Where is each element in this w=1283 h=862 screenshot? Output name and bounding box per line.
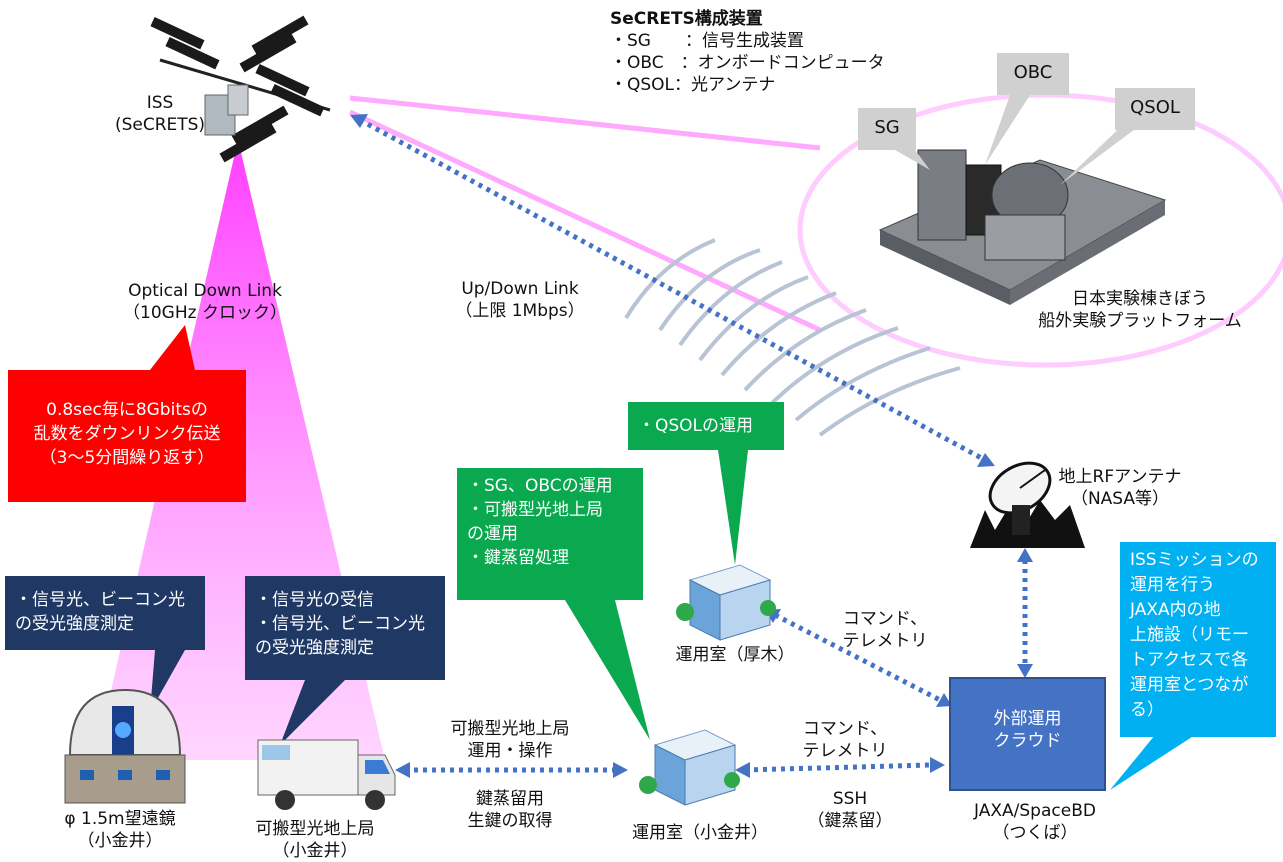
sg-equipment-label: SG [858, 108, 916, 150]
jaxa-mission-callout: ISSミッションの 運用を行う JAXA内の地 上施設（リモー トアクセスで各 … [1120, 542, 1276, 737]
telescope-label: φ 1.5m望遠鏡 （小金井） [30, 808, 210, 852]
qsol-callout-line1: ・QSOLの運用 [638, 416, 754, 436]
room-cloud-link-top-label: コマンド、 テレメトリ [790, 718, 900, 762]
room-cloud-bot2: （鍵蒸留） [807, 811, 893, 831]
cyan-line1: ISSミッションの [1130, 550, 1259, 570]
cyan-callout-tail [1110, 735, 1195, 790]
truck-task-callout: ・信号光の受信 ・信号光、ビーコン光 の受光強度測定 [245, 576, 445, 680]
equipment-label-pointers [895, 95, 1150, 185]
telescope-observatory-icon [64, 688, 186, 804]
truck-room-top1: 可搬型光地上局 [450, 719, 570, 739]
jaxa-line1: JAXA/SpaceBD [974, 801, 1096, 821]
platform-line1: 日本実験棟きぼう [1072, 289, 1208, 309]
atsugi-room-label: 運用室（厚木） [675, 645, 795, 665]
telescope-line2: （小金井） [77, 831, 163, 851]
cyan-line5: トアクセスで各 [1130, 650, 1249, 670]
red-callout-tail [150, 325, 195, 370]
qsol-equipment-label: QSOL [1115, 88, 1195, 130]
room-cloud-top2: テレメトリ [802, 741, 888, 761]
cyan-line2: 運用を行う [1130, 575, 1215, 595]
sg-callout-line1: ・SG、OBCの運用 [467, 476, 613, 496]
red-downlink-callout: 0.8sec毎に8Gbitsの 乱数をダウンリンク伝送 （3～5分間繰り返す） [8, 370, 246, 502]
jaxa-line2: （つくば） [992, 823, 1078, 843]
truck-room-link-top-label: 可搬型光地上局 運用・操作 [430, 718, 590, 762]
truck-line1: 可搬型光地上局 [255, 819, 375, 839]
cloud-line1: 外部運用 [993, 709, 1062, 729]
sg-callout-line3: の運用 [467, 524, 518, 544]
truck-room-bot2: 生鍵の取得 [467, 811, 553, 831]
sg-callout-tail [565, 600, 650, 740]
jaxa-label: JAXA/SpaceBD （つくば） [950, 800, 1120, 844]
navy1-line1: ・信号光、ビーコン光 [15, 590, 185, 610]
iss-label-line1: ISS [146, 93, 174, 113]
dotted-links [358, 117, 1028, 773]
koganei-building-icon [639, 729, 740, 806]
iss-station-icon [150, 15, 331, 163]
zoom-callout-outline [348, 92, 1283, 368]
atsugi-cloud-line2: テレメトリ [842, 631, 928, 651]
external-cloud-box [949, 677, 1106, 791]
obc-equipment-label: OBC [997, 53, 1069, 95]
cyan-line3: JAXA内の地 [1130, 600, 1221, 620]
cyan-line6: 運用室とつなが [1130, 675, 1249, 695]
iss-label: ISS (SeCRETS) [90, 92, 230, 136]
portable-station-truck-icon [257, 739, 396, 810]
red-callout-line2: 乱数をダウンリンク伝送 [33, 424, 221, 444]
updown-link-label: Up/Down Link （上限 1Mbps） [435, 278, 605, 322]
sg-obc-operation-callout: ・SG、OBCの運用 ・可搬型光地上局 の運用 ・鍵蒸留処理 [457, 468, 643, 600]
cloud-line2: クラウド [993, 731, 1062, 751]
updown-line1: Up/Down Link [461, 279, 579, 299]
truck-room-top2: 運用・操作 [467, 741, 553, 761]
truck-label: 可搬型光地上局 （小金井） [225, 818, 405, 862]
truck-room-link-bottom-label: 鍵蒸留用 生鍵の取得 [440, 788, 580, 832]
atsugi-building-icon [676, 564, 776, 641]
room-cloud-bot1: SSH [832, 789, 868, 809]
truck-room-bot1: 鍵蒸留用 [476, 789, 544, 809]
updown-line2: （上限 1Mbps） [455, 301, 585, 321]
cyan-line7: る） [1130, 700, 1164, 720]
room-cloud-top1: コマンド、 [802, 719, 888, 739]
kibo-platform-label: 日本実験棟きぼう 船外実験プラットフォーム [1010, 288, 1270, 332]
atsugi-cloud-line1: コマンド、 [842, 609, 928, 629]
link-arrowheads [350, 114, 1033, 778]
secrets-item-obc: ・OBC ：オンボードコンピュータ [610, 53, 885, 73]
platform-line2: 船外実験プラットフォーム [1038, 311, 1242, 331]
secrets-components-block: SeCRETS構成装置 ・SG ：信号生成装置 ・OBC ：オンボードコンピュー… [610, 8, 885, 96]
navy2-line3: の受光強度測定 [255, 638, 374, 658]
red-callout-line1: 0.8sec毎に8Gbitsの [46, 400, 208, 420]
secrets-item-qsol: ・QSOL：光アンテナ [610, 75, 776, 95]
optical-line2: （10GHz クロック） [123, 303, 287, 323]
telescope-line1: φ 1.5m望遠鏡 [64, 809, 176, 829]
red-callout-line3: （3～5分間繰り返す） [39, 448, 215, 468]
qsol-callout-tail [718, 450, 748, 565]
navy2-line2: ・信号光、ビーコン光 [255, 614, 425, 634]
navy1-callout-tail [150, 650, 185, 712]
sg-callout-line4: ・鍵蒸留処理 [467, 548, 569, 568]
rf-antenna-label: 地上RFアンテナ （NASA等） [1055, 466, 1185, 510]
rf-antenna-icon [970, 461, 1085, 548]
secrets-equipment-image [878, 149, 1167, 305]
telescope-task-callout: ・信号光、ビーコン光 の受光強度測定 [5, 576, 205, 650]
rf-antenna-line1: 地上RFアンテナ [1058, 467, 1182, 487]
room-cloud-link-bottom-label: SSH （鍵蒸留） [795, 788, 905, 832]
truck-line2: （小金井） [272, 841, 358, 861]
koganei-room-label: 運用室（小金井） [632, 823, 768, 843]
optical-line1: Optical Down Link [128, 281, 282, 301]
secrets-item-sg: ・SG ：信号生成装置 [610, 31, 804, 51]
cyan-line4: 上施設（リモー [1130, 625, 1249, 645]
navy1-line2: の受光強度測定 [15, 614, 134, 634]
atsugi-cloud-link-label: コマンド、 テレメトリ [830, 608, 940, 652]
iss-label-line2: (SeCRETS) [114, 115, 206, 135]
qsol-operation-callout: ・QSOLの運用 [628, 402, 784, 450]
rf-antenna-line2: （NASA等） [1070, 489, 1170, 509]
optical-downlink-label: Optical Down Link （10GHz クロック） [95, 280, 315, 324]
navy2-line1: ・信号光の受信 [255, 590, 374, 610]
sg-callout-line2: ・可搬型光地上局 [467, 500, 603, 520]
rf-wave-arcs [624, 238, 961, 437]
cloud-label: 外部運用 クラウド [950, 708, 1105, 752]
navy2-callout-tail [280, 680, 345, 745]
secrets-title: SeCRETS構成装置 [610, 9, 763, 29]
